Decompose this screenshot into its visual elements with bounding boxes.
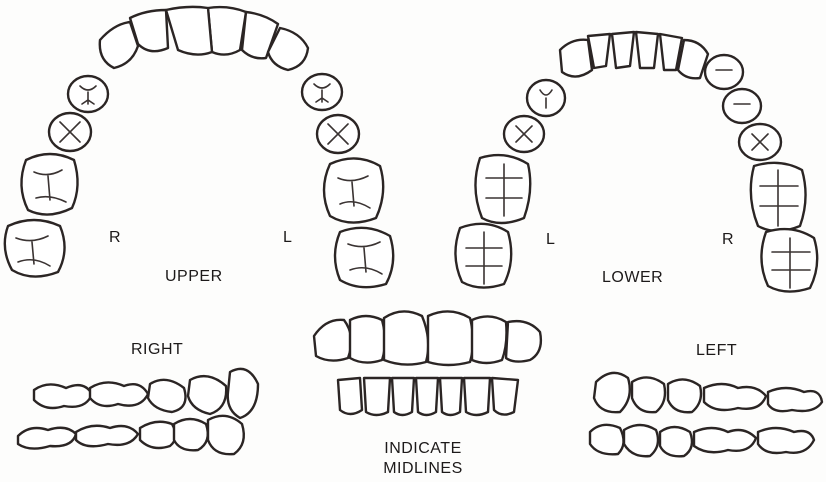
- tooth[interactable]: [632, 377, 665, 412]
- tooth[interactable]: [148, 380, 186, 412]
- tooth[interactable]: [140, 422, 176, 448]
- tooth[interactable]: [384, 311, 428, 364]
- lower-arch-title: LOWER: [602, 269, 663, 287]
- tooth[interactable]: [475, 155, 530, 223]
- tooth[interactable]: [668, 379, 701, 412]
- tooth[interactable]: [624, 425, 658, 456]
- tooth[interactable]: [166, 7, 212, 55]
- tooth[interactable]: [594, 373, 630, 412]
- tooth[interactable]: [18, 428, 76, 449]
- tooth[interactable]: [174, 419, 208, 450]
- upper-arch-left-side-label: L: [283, 229, 292, 247]
- tooth[interactable]: [590, 425, 624, 454]
- right-buccal-view: [18, 369, 258, 454]
- tooth[interactable]: [660, 427, 692, 456]
- tooth[interactable]: [758, 428, 814, 453]
- tooth[interactable]: [694, 428, 756, 452]
- tooth[interactable]: [723, 89, 761, 123]
- upper-arch: [5, 7, 393, 287]
- buccal-left-title: LEFT: [696, 342, 737, 360]
- tooth[interactable]: [228, 369, 258, 418]
- lower-arch-right-side-label: R: [722, 231, 734, 249]
- tooth[interactable]: [705, 55, 743, 89]
- tooth[interactable]: [440, 378, 462, 415]
- tooth[interactable]: [76, 426, 138, 447]
- tooth[interactable]: [208, 7, 246, 54]
- tooth[interactable]: [636, 32, 658, 68]
- buccal-right-title: RIGHT: [131, 341, 183, 359]
- lower-arch-left-side-label: L: [546, 231, 555, 249]
- tooth[interactable]: [416, 378, 438, 415]
- tooth[interactable]: [392, 378, 414, 415]
- tooth[interactable]: [768, 388, 822, 411]
- upper-arch-right-side-label: R: [109, 229, 121, 247]
- tooth[interactable]: [314, 320, 351, 361]
- tooth[interactable]: [560, 40, 592, 77]
- upper-arch-title: UPPER: [165, 268, 223, 286]
- tooth[interactable]: [208, 416, 244, 454]
- tooth[interactable]: [100, 22, 138, 68]
- tooth[interactable]: [5, 220, 65, 277]
- anterior-view: [314, 311, 541, 415]
- tooth[interactable]: [506, 321, 541, 361]
- left-buccal-view: [590, 373, 822, 456]
- tooth[interactable]: [34, 384, 92, 408]
- tooth[interactable]: [492, 378, 518, 415]
- tooth[interactable]: [338, 378, 362, 414]
- midline-instruction-line-2: MIDLINES: [368, 460, 478, 478]
- tooth[interactable]: [704, 384, 766, 410]
- tooth[interactable]: [364, 378, 390, 415]
- tooth[interactable]: [350, 316, 385, 363]
- tooth[interactable]: [188, 376, 226, 414]
- midline-instruction-line-1: INDICATE: [368, 440, 478, 458]
- tooth[interactable]: [612, 32, 634, 68]
- tooth[interactable]: [21, 154, 77, 215]
- tooth[interactable]: [678, 40, 708, 78]
- lower-arch: [455, 32, 817, 292]
- tooth[interactable]: [464, 378, 490, 415]
- tooth[interactable]: [472, 316, 507, 363]
- tooth[interactable]: [324, 158, 383, 222]
- tooth[interactable]: [428, 311, 473, 365]
- tooth[interactable]: [90, 382, 148, 406]
